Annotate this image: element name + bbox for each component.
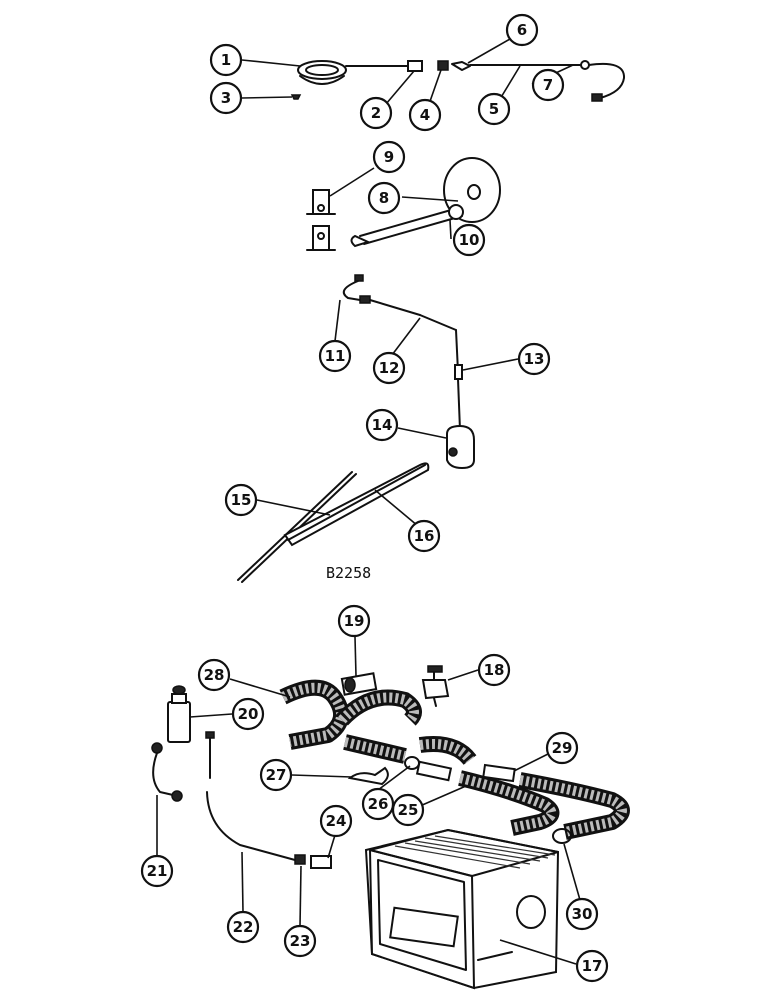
callout-29: 29: [545, 731, 579, 765]
callout-10: 10: [452, 223, 486, 257]
callout-9: 9: [372, 140, 406, 174]
callout-4: 4: [408, 98, 442, 132]
callout-8: 8: [367, 181, 401, 215]
callout-19: 19: [337, 604, 371, 638]
svg-text:9: 9: [384, 148, 394, 166]
svg-text:27: 27: [266, 766, 287, 784]
leader-lines: [156, 38, 581, 965]
svg-text:6: 6: [517, 21, 527, 39]
callout-21: 21: [140, 854, 174, 888]
part-wire: [151, 742, 183, 802]
callout-28: 28: [197, 658, 231, 692]
svg-text:10: 10: [459, 231, 480, 249]
callout-13: 13: [517, 342, 551, 376]
svg-text:1: 1: [221, 51, 231, 69]
svg-text:29: 29: [552, 739, 573, 757]
svg-text:2: 2: [371, 104, 381, 122]
svg-text:28: 28: [204, 666, 225, 684]
part-control-cable: [205, 731, 332, 869]
svg-text:26: 26: [368, 795, 389, 813]
svg-text:23: 23: [290, 932, 311, 950]
svg-text:21: 21: [147, 862, 168, 880]
callout-25: 25: [391, 793, 425, 827]
svg-text:22: 22: [233, 918, 254, 936]
callout-27: 27: [259, 758, 293, 792]
callout-14: 14: [365, 408, 399, 442]
callout-24: 24: [319, 804, 353, 838]
svg-text:25: 25: [398, 801, 419, 819]
callout-23: 23: [283, 924, 317, 958]
part-wiper-arm-blade: [237, 462, 430, 583]
callout-6: 6: [505, 13, 539, 47]
part-heater-hoses: [279, 679, 630, 844]
callout-11: 11: [318, 339, 352, 373]
svg-text:5: 5: [489, 100, 499, 118]
callout-20: 20: [231, 697, 265, 731]
svg-text:15: 15: [231, 491, 252, 509]
svg-text:16: 16: [414, 527, 435, 545]
callout-1: 1: [209, 43, 243, 77]
svg-text:4: 4: [420, 106, 430, 124]
svg-text:20: 20: [238, 705, 259, 723]
callout-16: 16: [407, 519, 441, 553]
callout-22: 22: [226, 910, 260, 944]
svg-text:12: 12: [379, 359, 400, 377]
svg-text:7: 7: [543, 76, 553, 94]
part-cable-motor: [342, 274, 475, 470]
part-heater-switch: [167, 685, 191, 743]
part-heater-valve: [340, 665, 450, 707]
callout-5: 5: [477, 92, 511, 126]
callout-30: 30: [565, 897, 599, 931]
part-heater-box: [364, 828, 560, 990]
svg-text:11: 11: [325, 347, 346, 365]
callout-17: 17: [575, 949, 609, 983]
svg-text:3: 3: [221, 89, 231, 107]
svg-text:13: 13: [524, 350, 545, 368]
callout-12: 12: [372, 351, 406, 385]
svg-text:8: 8: [379, 189, 389, 207]
svg-text:19: 19: [344, 612, 365, 630]
callout-2: 2: [359, 96, 393, 130]
part-mirror-cable-assembly: [290, 60, 626, 102]
callout-26: 26: [361, 787, 395, 821]
callout-7: 7: [531, 68, 565, 102]
svg-text:24: 24: [326, 812, 347, 830]
callout-15: 15: [224, 483, 258, 517]
callout-3: 3: [209, 81, 243, 115]
figure-code: B2258: [326, 564, 371, 582]
svg-text:30: 30: [572, 905, 593, 923]
svg-text:17: 17: [582, 957, 603, 975]
part-mirror-bracket: [306, 157, 501, 251]
svg-text:14: 14: [372, 416, 393, 434]
svg-text:18: 18: [484, 661, 505, 679]
callout-18: 18: [477, 653, 511, 687]
